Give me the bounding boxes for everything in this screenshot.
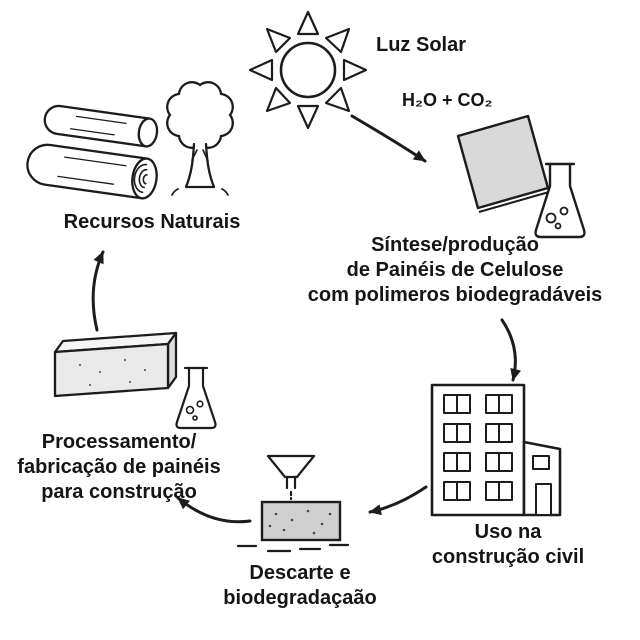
label-uso-line-2: construção civil — [431, 546, 585, 568]
arrow-processing-to-resources — [91, 250, 105, 332]
label-uso: Uso na construção civil — [418, 520, 598, 570]
label-uso-line-1: Uso na — [474, 521, 542, 543]
label-processamento-line-3: para construção — [41, 481, 197, 503]
label-descarte-line-1: Descarte e — [249, 562, 351, 584]
label-luz-solar: Luz Solar — [376, 34, 467, 56]
label-processamento-line-2: fabricação de painéis — [17, 456, 221, 478]
label-descarte-line-2: biodegradaçaão — [223, 587, 377, 609]
arrow-sun-to-synthesis — [350, 114, 427, 163]
label-recursos-naturais: Recursos Naturais — [63, 211, 241, 233]
construction-panel-icon — [53, 331, 178, 398]
cycle-arrows — [91, 114, 522, 524]
tree-icon — [166, 81, 234, 196]
arrow-construction-to-disposal — [368, 485, 428, 516]
label-h2o-co2: H₂O + CO₂ — [402, 90, 493, 110]
cellulose-panel-icon — [456, 114, 550, 213]
label-sintese-line-3: com polimeros biodegradáveis — [307, 284, 603, 306]
arrow-synthesis-to-construction — [500, 318, 522, 382]
wood-logs-icon — [26, 104, 159, 200]
label-sintese: Síntese/produção de Painéis de Celulose … — [283, 233, 627, 308]
label-sintese-line-2: de Painéis de Celulose — [346, 259, 564, 281]
label-processamento-line-1: Processamento/ — [41, 431, 197, 453]
sun-icon — [248, 10, 368, 130]
funnel-icon — [266, 454, 316, 501]
label-sintese-line-1: Síntese/produção — [371, 234, 539, 256]
label-processamento: Processamento/ fabricação de painéis par… — [0, 430, 238, 505]
building-icon — [430, 383, 562, 517]
label-descarte: Descarte e biodegradaçaão — [196, 561, 404, 611]
arrow-disposal-to-processing — [176, 496, 252, 524]
processing-flask-icon — [175, 366, 217, 430]
synthesis-flask-icon — [534, 162, 586, 239]
biodegrading-block-icon — [236, 500, 350, 553]
